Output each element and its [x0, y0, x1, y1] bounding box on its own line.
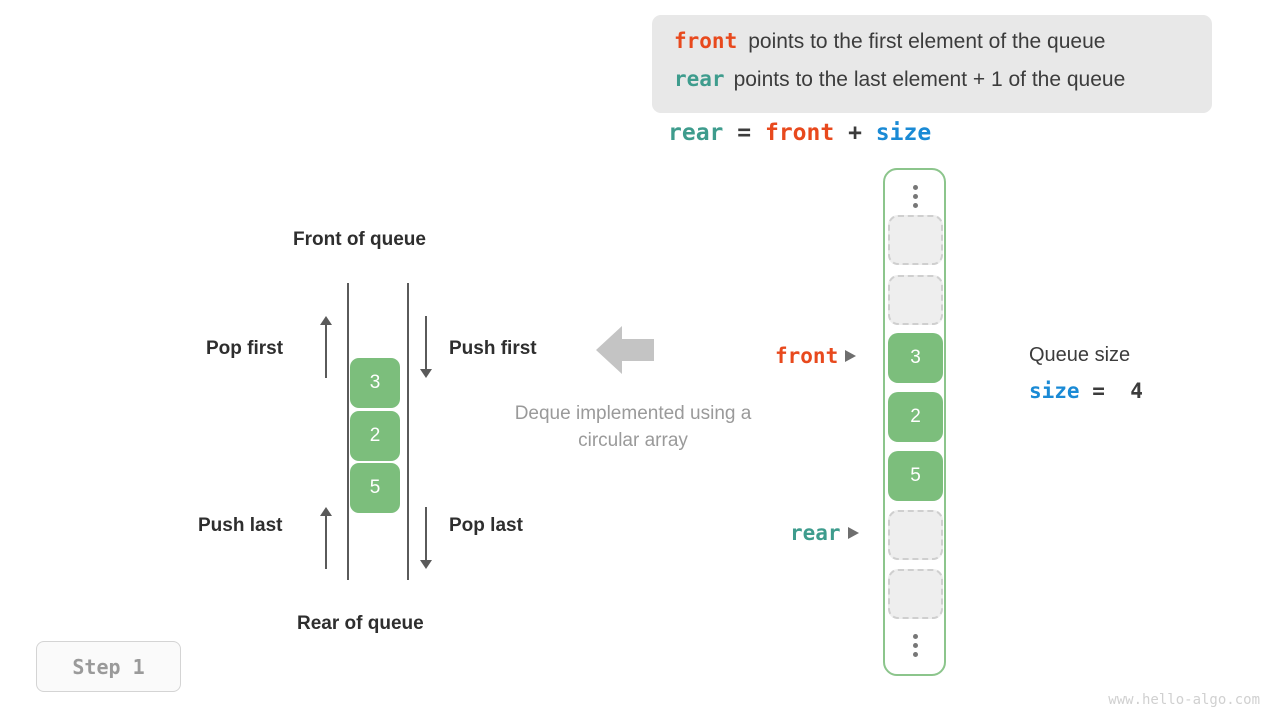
legend-front-description: points to the first element of the queue — [748, 30, 1106, 53]
array-slot: 3 — [888, 333, 943, 383]
left-block-arrow-icon — [596, 326, 654, 374]
deque-cell: 2 — [350, 411, 400, 461]
push-first-arrow-icon — [419, 316, 433, 378]
push-last-arrow-icon — [319, 507, 333, 569]
push-last-label: Push last — [198, 515, 283, 536]
formula-equals: = — [737, 120, 752, 146]
watermark: www.hello-algo.com — [1108, 692, 1260, 708]
formula-rear-equals-front-plus-size: rear = front + size — [668, 120, 931, 146]
array-slot — [888, 569, 943, 619]
pop-last-arrow-icon — [419, 507, 433, 569]
rear-pointer-label: rear — [790, 521, 841, 545]
array-slot: 5 — [888, 451, 943, 501]
queue-size-value: 4 — [1130, 379, 1143, 403]
queue-size-equals: = — [1092, 379, 1105, 403]
formula-plus: + — [848, 120, 862, 146]
front-pointer-label: front — [775, 344, 839, 368]
deque-caption: Deque implemented using a circular array — [514, 403, 752, 451]
array-slot — [888, 275, 943, 325]
pop-first-arrow-icon — [319, 316, 333, 378]
rear-pointer: rear — [790, 521, 859, 545]
legend-rear-keyword: rear — [674, 67, 725, 91]
queue-size-variable: size — [1029, 379, 1080, 403]
legend-row-rear: rear points to the last element + 1 of t… — [674, 67, 1125, 92]
formula-rhs-first: front — [764, 120, 835, 146]
pop-first-label: Pop first — [206, 338, 284, 359]
deque-cell: 3 — [350, 358, 400, 408]
deque-rail-left — [347, 283, 349, 580]
front-pointer-arrowhead-icon — [845, 350, 857, 362]
array-ellipsis-top-icon — [888, 176, 943, 216]
array-ellipsis-bottom-icon — [888, 625, 943, 665]
legend-row-front: front points to the first element of the… — [674, 29, 1105, 54]
queue-size-expression: size = 4 — [1029, 379, 1143, 403]
formula-rhs-second: size — [875, 120, 932, 146]
rear-pointer-arrowhead-icon — [847, 527, 859, 539]
queue-size-title: Queue size — [1029, 344, 1131, 366]
array-slot — [888, 215, 943, 265]
pop-last-label: Pop last — [449, 515, 523, 536]
front-pointer: front — [775, 344, 857, 368]
array-slot — [888, 510, 943, 560]
deque-rail-right — [407, 283, 409, 580]
legend-front-keyword: front — [674, 29, 738, 53]
array-slot: 2 — [888, 392, 943, 442]
push-first-label: Push first — [449, 338, 537, 359]
formula-lhs: rear — [668, 120, 724, 146]
deque-cell: 5 — [350, 463, 400, 513]
step-badge: Step 1 — [36, 641, 181, 692]
legend-rear-description: points to the last element + 1 of the qu… — [733, 68, 1126, 91]
rear-of-queue-label: Rear of queue — [297, 613, 424, 634]
legend-box: front points to the first element of the… — [652, 15, 1212, 113]
front-of-queue-label: Front of queue — [293, 229, 426, 250]
